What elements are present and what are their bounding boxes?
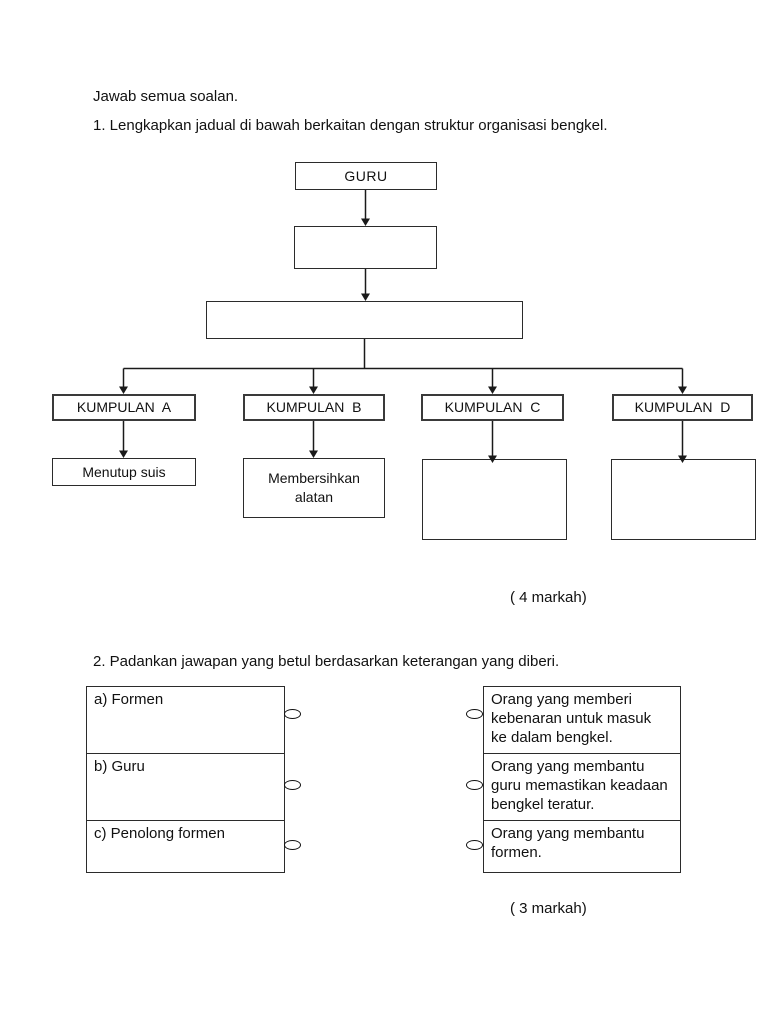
flowchart-box-kumpulan-a: KUMPULAN A: [52, 394, 196, 421]
flowchart-box-level3-blank: [206, 301, 523, 339]
match-oval-left-a: [284, 709, 301, 719]
task-b-text: Membersihkan alatan: [268, 470, 360, 505]
matching-left-item-b: b) Guru: [87, 753, 284, 820]
flowchart-box-level2-blank: [294, 226, 437, 269]
matching-left-item-c: c) Penolong formen: [87, 820, 284, 872]
matching-right-item-3: Orang yang membantu formen.: [484, 820, 680, 872]
task-box-c-blank: [422, 459, 567, 540]
question-2-marks: ( 3 markah): [510, 900, 587, 917]
match-oval-left-b: [284, 780, 301, 790]
instruction-text: Jawab semua soalan.: [93, 88, 239, 105]
flowchart-box-guru: GURU: [295, 162, 437, 190]
question-2-prompt: 2. Padankan jawapan yang betul berdasark…: [93, 653, 560, 670]
kumpulan-a-label: KUMPULAN A: [76, 399, 172, 415]
match-oval-left-c: [284, 840, 301, 850]
kumpulan-c-label: KUMPULAN C: [444, 399, 541, 415]
task-box-b: Membersihkan alatan: [243, 458, 385, 518]
kumpulan-d-label: KUMPULAN D: [634, 399, 731, 415]
task-a-text: Menutup suis: [82, 463, 166, 480]
flowchart-box-kumpulan-d: KUMPULAN D: [612, 394, 753, 421]
flowchart-box-kumpulan-c: KUMPULAN C: [421, 394, 564, 421]
task-box-a: Menutup suis: [52, 458, 196, 486]
question-1-prompt: 1. Lengkapkan jadual di bawah berkaitan …: [93, 117, 608, 134]
match-oval-right-1: [466, 709, 483, 719]
flowchart-box-kumpulan-b: KUMPULAN B: [243, 394, 385, 421]
match-oval-right-3: [466, 840, 483, 850]
question-1-marks: ( 4 markah): [510, 589, 587, 606]
match-oval-right-2: [466, 780, 483, 790]
matching-right-item-2: Orang yang membantu guru memastikan kead…: [484, 753, 680, 820]
matching-left-item-a: a) Formen: [94, 691, 164, 708]
kumpulan-b-label: KUMPULAN B: [266, 399, 362, 415]
flowchart-box-guru-label: GURU: [344, 167, 388, 184]
matching-left-table: a) Formen b) Guru c) Penolong formen: [86, 686, 285, 873]
task-box-d-blank: [611, 459, 756, 540]
matching-right-table: Orang yang memberi kebenaran untuk masuk…: [483, 686, 681, 873]
matching-right-item-1: Orang yang memberi kebenaran untuk masuk…: [491, 691, 652, 746]
